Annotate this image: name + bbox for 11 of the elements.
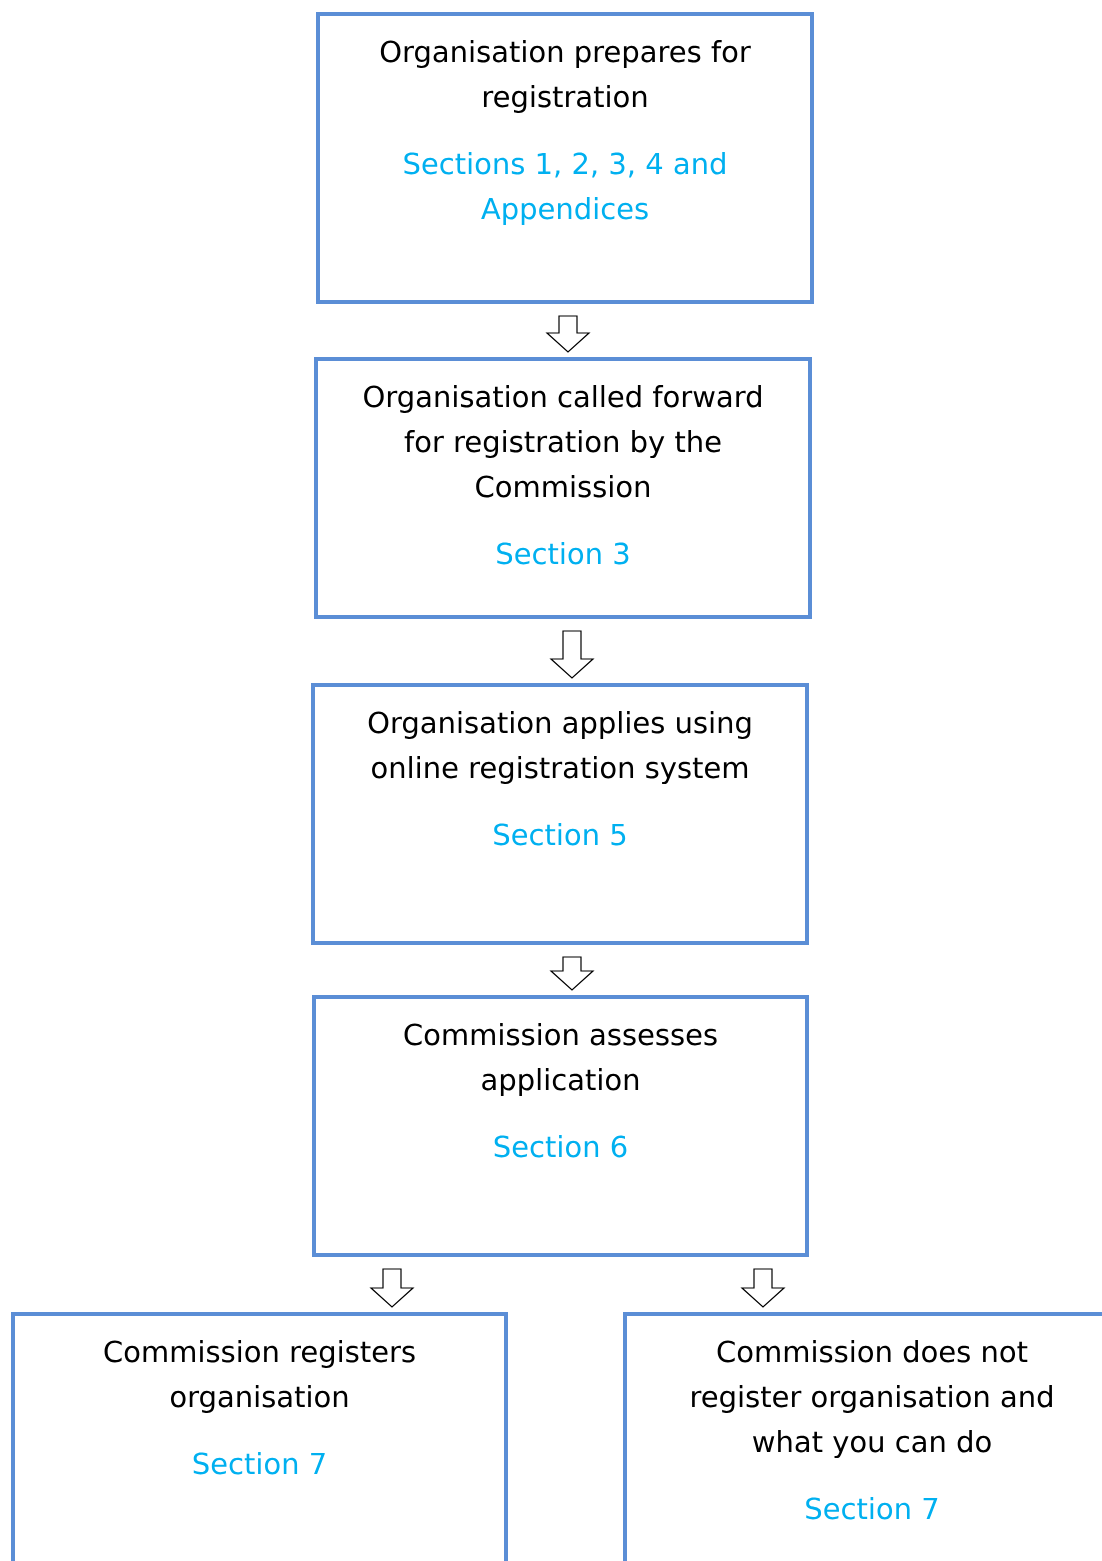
- block-arrow: [369, 1268, 415, 1308]
- process-box: Organisation applies using online registration system Section 5: [311, 683, 809, 945]
- block-arrow: [549, 956, 595, 991]
- process-box: Commission does not register organisation and what you can do Section 7: [623, 1312, 1102, 1561]
- process-box: Organisation called forward for registration by the Commission Section 3: [314, 357, 812, 619]
- process-box: Organisation prepares for registration Sections 1, 2, 3, 4 and Appendices: [316, 12, 814, 304]
- block-arrow: [549, 630, 595, 679]
- process-box: Commission assesses application Section 6: [312, 995, 809, 1257]
- block-arrow: [545, 315, 591, 353]
- process-box: Commission registers organisation Section 7: [11, 1312, 508, 1561]
- block-arrow: [740, 1268, 786, 1308]
